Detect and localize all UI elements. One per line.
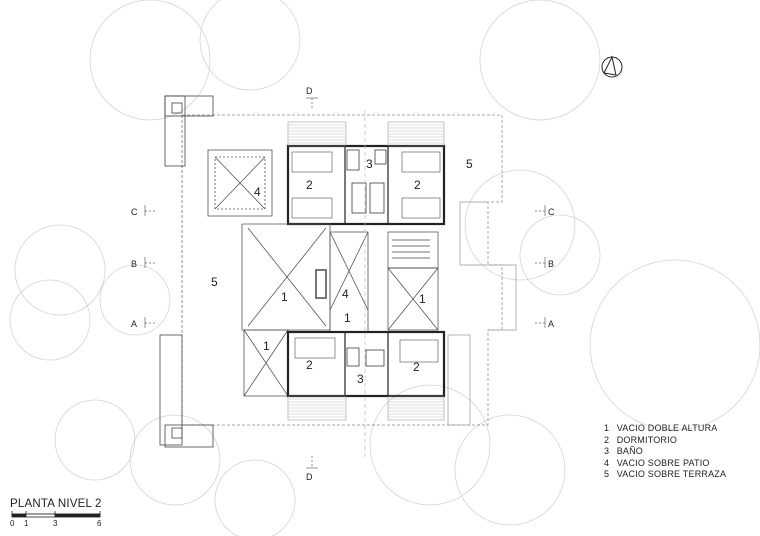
legend: 1 VACIO DOBLE ALTURA 2 DORMITORIO 3 BAÑO… [604,423,726,481]
axis-a-left: A [131,319,137,329]
legend-text: VACIO SOBRE PATIO [616,457,710,468]
legend-item: 5 VACIO SOBRE TERRAZA [604,469,726,481]
room-label-terrace-left: 5 [211,275,218,289]
trees [9,0,760,536]
axis-c-left: C [131,207,138,217]
legend-num: 1 [604,423,610,433]
room-label-void-lower-left: 1 [263,339,270,353]
legend-text: VACIO SOBRE TERRAZA [616,469,727,480]
upper-block [286,144,446,226]
columns [159,95,214,448]
north-arrow-icon [601,55,623,78]
double-height-voids [241,223,439,397]
beds-upper [291,151,441,219]
lower-block [286,330,446,398]
legend-num: 2 [604,434,610,445]
stairs [387,231,439,269]
scale-bar [11,511,101,518]
room-label-void-center: 1 [281,290,288,304]
legend-item: 2 DORMITORIO [604,435,726,447]
scale-tick-0: 0 [10,519,15,528]
scale-tick-3: 3 [53,519,58,528]
axis-d-top: D [306,86,313,96]
room-label-bedroom-upper-left: 2 [306,178,313,192]
deck-hatching-lower [288,398,444,418]
beds-lower [294,337,439,363]
scale-tick-6: 6 [97,519,102,528]
axis-b-left: B [131,259,137,269]
room-label-patio-center: 4 [342,287,349,301]
room-label-bedroom-lower-left: 2 [306,358,313,372]
axis-d-bottom: D [306,472,313,482]
legend-text: VACIO DOBLE ALTURA [616,423,718,433]
room-label-patio: 4 [254,185,261,199]
room-label-bedroom-lower-right: 2 [413,360,420,374]
legend-item: 4 VACIO SOBRE PATIO [604,458,726,470]
legend-item: 1 VACIO DOBLE ALTURA [604,423,726,435]
legend-num: 4 [604,457,610,468]
legend-text: DORMITORIO [616,434,678,445]
right-outline [447,201,517,426]
room-label-bedroom-upper-right: 2 [414,178,421,192]
room-label-terrace-right: 5 [466,157,473,171]
axis-lines [144,97,546,469]
room-label-bath-upper: 3 [366,157,373,171]
deck-hatching [288,124,444,144]
legend-item: 3 BAÑO [604,446,726,458]
axis-c-right: C [548,207,555,217]
legend-num: 3 [604,446,610,457]
room-label-void-small: 1 [344,311,351,325]
scale-tick-1: 1 [24,519,29,528]
terrace-outline [181,114,503,426]
legend-num: 5 [604,469,610,480]
legend-text: BAÑO [616,446,644,457]
patio-void [207,149,273,217]
axis-a-right: A [548,319,554,329]
plan-title: PLANTA NIVEL 2 [10,498,102,510]
axis-b-right: B [548,259,554,269]
room-label-bath-lower: 3 [357,372,364,386]
room-label-void-right: 1 [419,292,426,306]
